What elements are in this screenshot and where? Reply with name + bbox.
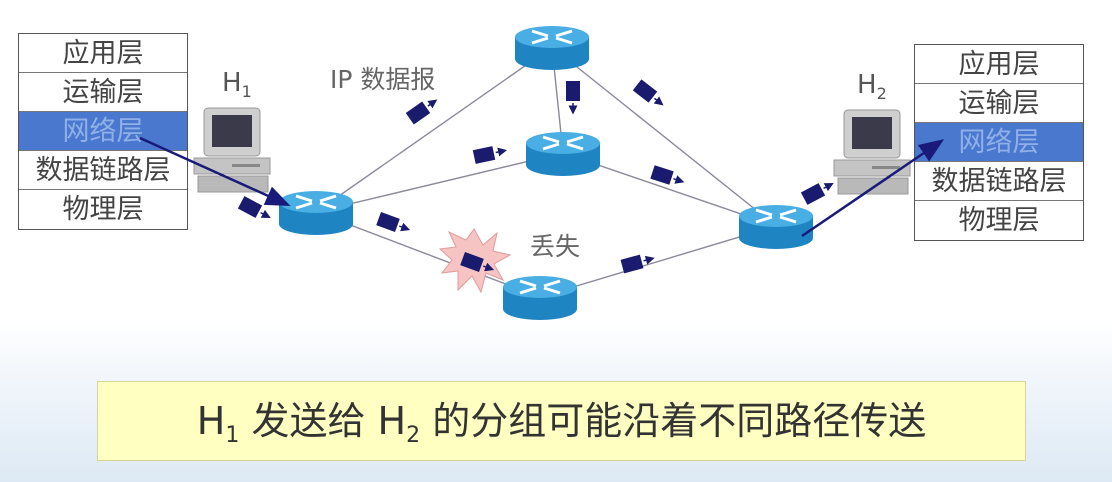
stack-layer: 应用层 xyxy=(915,45,1083,84)
host-h1-label: H1 xyxy=(222,68,252,101)
host-h2-computer-icon xyxy=(833,109,911,195)
host-h2-label: H2 xyxy=(857,70,887,103)
router-icon-r3 xyxy=(526,132,600,176)
stack-layer: 数据链路层 xyxy=(915,162,1083,201)
router-icon-r2 xyxy=(515,26,589,70)
packet-icon xyxy=(566,81,580,115)
packet-icon xyxy=(376,212,411,232)
stack-layer: 物理层 xyxy=(62,194,144,225)
ip-datagram-label: IP 数据报 xyxy=(330,65,436,94)
link-r4-r5 xyxy=(539,225,777,298)
packet-icon xyxy=(800,182,834,205)
packet-icon xyxy=(237,196,271,219)
link-r2-r5 xyxy=(551,46,777,227)
packet-icon xyxy=(632,79,664,106)
stack-layer: 网络层 xyxy=(915,123,1083,162)
protocol-stack-h1: 应用层运输层网络层数据链路层物理层 xyxy=(18,33,188,230)
router-icon-r5 xyxy=(739,205,813,249)
packet-lost-label: 丢失 xyxy=(530,232,581,261)
stack-layer: 物理层 xyxy=(958,205,1040,236)
stack-layer: 网络层 xyxy=(19,112,187,151)
router-to-h2-path-arrow xyxy=(801,139,945,238)
link-r1-r4 xyxy=(315,211,541,298)
packets xyxy=(237,79,834,274)
packet-icon xyxy=(620,254,655,274)
router-icon-r4 xyxy=(503,276,577,320)
h1-to-router-path-arrow xyxy=(139,136,291,207)
caption-banner: H1 发送给 H2 的分组可能沿着不同路径传送 xyxy=(97,381,1026,461)
packet-icon xyxy=(472,146,507,164)
link-r1-r3 xyxy=(315,152,564,213)
router-icon-r1 xyxy=(279,191,353,235)
stack-layer: 运输层 xyxy=(19,73,187,112)
stack-layer: 运输层 xyxy=(915,84,1083,123)
packet-icon xyxy=(460,252,495,272)
stack-layer: 应用层 xyxy=(19,34,187,73)
stack-layer: 数据链路层 xyxy=(19,151,187,190)
packet-icon xyxy=(405,99,438,125)
packet-icon xyxy=(650,165,685,185)
link-r1-r2 xyxy=(315,46,553,213)
